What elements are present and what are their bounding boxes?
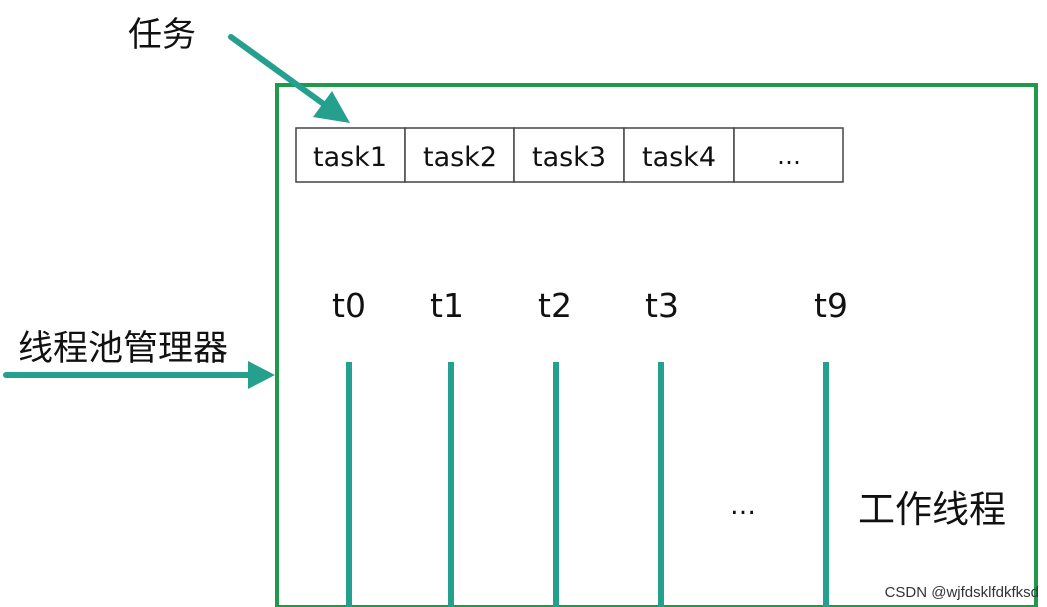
task-label: task1 [313,142,387,173]
task-cell [513,127,625,183]
task-cell [733,127,844,183]
pool-arrow-head [248,361,275,389]
thread-label: t1 [430,286,464,325]
task-cell [404,127,515,183]
thread-label: t0 [332,286,366,325]
task-arrow-head [313,91,350,123]
thread-pool-frame [275,83,1038,607]
task-label: task3 [532,142,606,173]
task-heading-label: 任务 [128,15,196,55]
task-queue: task1 task2 task3 task4 … [295,127,844,183]
watermark: CSDN @wjfdsklfdkfksd [884,584,1039,601]
worker-thread-lines [346,362,829,607]
thread-label: t3 [645,286,679,325]
task-label: task4 [642,142,716,173]
pool-arrow [3,361,275,389]
task-label: task2 [423,142,497,173]
thread-label: t9 [814,286,848,325]
thread-labels: t0 t1 t2 t3 t9 [332,286,848,325]
worker-ellipsis: … [730,491,756,521]
thread-label: t2 [538,286,572,325]
thread-pool-manager-label: 线程池管理器 [18,329,228,369]
worker-threads-label: 工作线程 [858,488,1006,531]
task-arrow [228,34,350,123]
task-ellipsis: … [777,142,801,170]
